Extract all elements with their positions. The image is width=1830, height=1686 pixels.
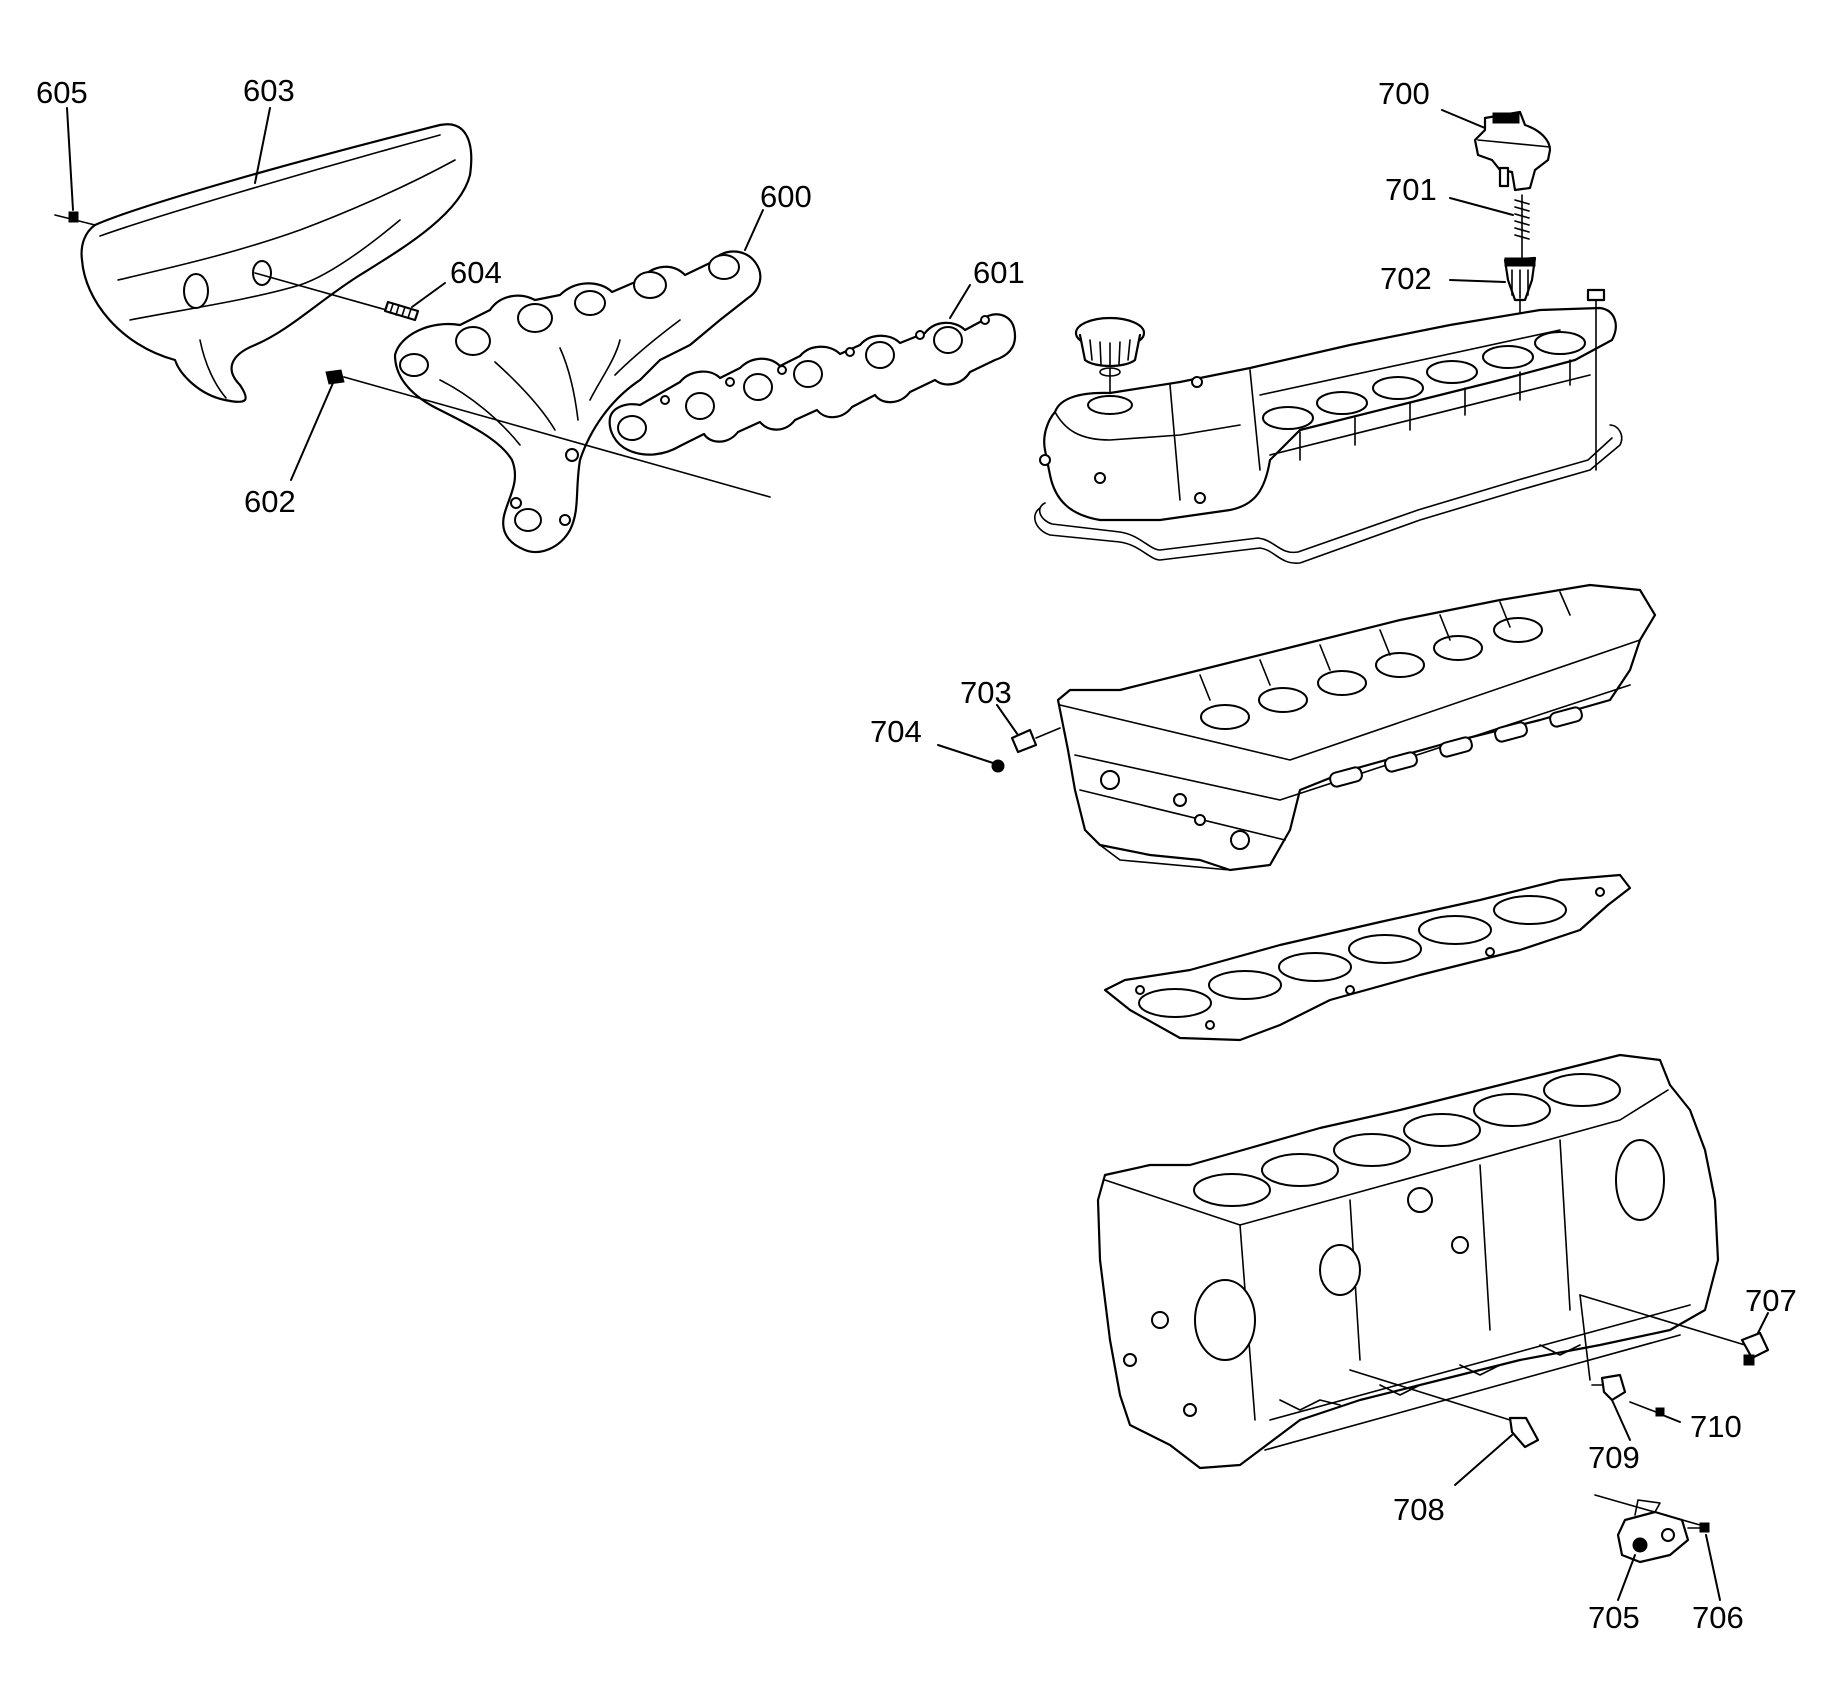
manifold-bolt: [325, 369, 771, 498]
callout-709: 709: [1588, 1440, 1640, 1475]
camshaft-sensor-bolt: [991, 759, 1005, 773]
callout-605: 605: [36, 75, 88, 110]
callout-labels: 605 603 600 604 601 602 700 701 702 703 …: [36, 73, 1797, 1635]
callout-708: 708: [1393, 1492, 1445, 1527]
leader-605: [66, 107, 74, 211]
callout-705: 705: [1588, 1600, 1640, 1635]
callout-702: 702: [1380, 261, 1432, 296]
bracket-bolt: [1687, 1522, 1710, 1533]
knock-sensor: [1349, 1369, 1540, 1449]
callout-602: 602: [244, 484, 296, 519]
cylinder-head-gasket: [1103, 873, 1632, 1042]
exhaust-manifold-gasket: [608, 313, 1017, 456]
engine-block: [1096, 1053, 1720, 1470]
crankshaft-sensor-bolt: [1629, 1401, 1665, 1417]
callout-701: 701: [1385, 172, 1437, 207]
ignition-coil-spring: [1514, 194, 1530, 261]
leader-600: [744, 209, 764, 251]
leader-707: [1757, 1312, 1769, 1334]
leader-708: [1454, 1434, 1513, 1486]
ignition-coil: [1473, 110, 1552, 192]
exhaust-manifold: [393, 250, 762, 554]
callout-600: 600: [760, 179, 812, 214]
callout-601: 601: [973, 255, 1025, 290]
leader-702: [1449, 279, 1506, 283]
callout-704: 704: [870, 714, 922, 749]
callout-604: 604: [450, 255, 502, 290]
camshaft-sensor: [1010, 727, 1061, 754]
callout-706: 706: [1692, 1600, 1744, 1635]
leader-602: [290, 382, 334, 481]
sensor-bracket: [1594, 1494, 1701, 1564]
leader-601: [949, 284, 971, 319]
exhaust-heat-shield: [80, 123, 473, 403]
leader-701: [1449, 197, 1514, 216]
leader-604: [411, 282, 446, 308]
leader-603: [254, 107, 271, 184]
oil-pressure-sensor: [1579, 1294, 1770, 1366]
leader-704: [937, 744, 994, 764]
callout-700: 700: [1378, 76, 1430, 111]
heat-shield-nut: [54, 211, 96, 226]
crankshaft-sensor: [1579, 1294, 1627, 1402]
manifold-stud: [254, 272, 420, 322]
leader-lines: [66, 107, 1769, 1601]
leader-700: [1441, 109, 1486, 129]
camshaft-cover: [1034, 288, 1623, 564]
callout-707: 707: [1745, 1283, 1797, 1318]
callout-710: 710: [1690, 1409, 1742, 1444]
callout-703: 703: [960, 675, 1012, 710]
leader-703: [996, 704, 1019, 736]
ignition-coil-boot: [1503, 256, 1537, 346]
leader-706: [1705, 1534, 1721, 1601]
callout-603: 603: [243, 73, 295, 108]
leader-710: [1664, 1415, 1681, 1423]
cylinder-head: [1056, 583, 1657, 872]
leader-709: [1611, 1399, 1631, 1441]
leader-705: [1617, 1554, 1636, 1601]
